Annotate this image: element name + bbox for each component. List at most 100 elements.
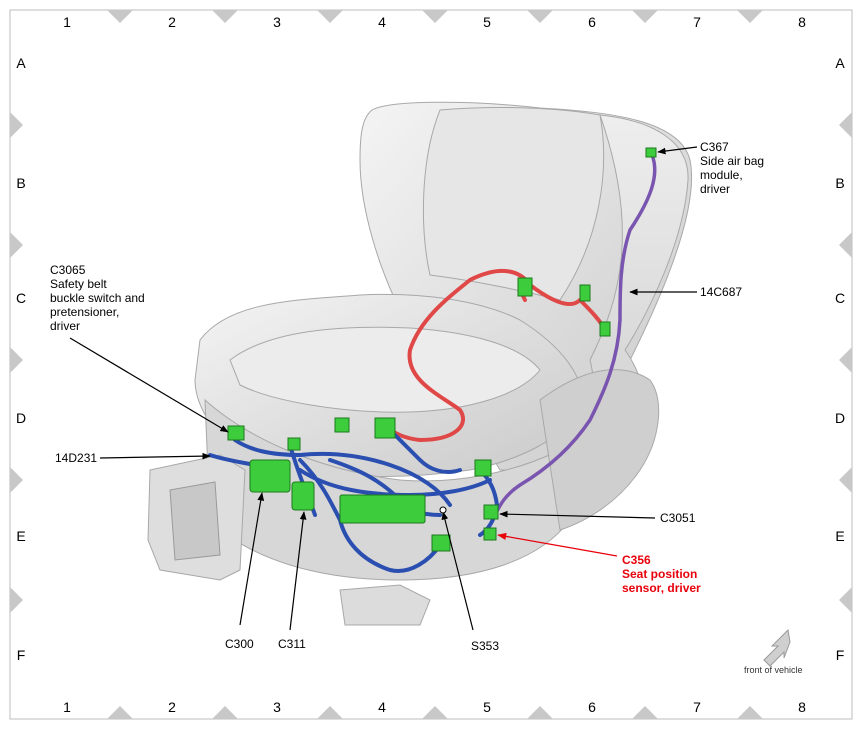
border-triangle-top-3: [422, 10, 448, 23]
row-label-left-D: D: [16, 410, 26, 426]
border-triangle-top-5: [632, 10, 658, 23]
recliner-housing: [539, 369, 660, 531]
row-label-right-C: C: [835, 290, 845, 306]
row-label-right-D: D: [835, 410, 845, 426]
leader-c311: [289, 511, 307, 631]
grid-labels: 1 2 3 4 5 6 7 8 1 2 3 4 5 6 7 8 A B C D …: [16, 14, 845, 715]
callout-c356: C356 Seat position sensor, driver: [622, 553, 701, 595]
connector-c367: [645, 147, 657, 158]
connector-c300: [249, 459, 291, 493]
callout-c3065-line4: driver: [50, 319, 80, 333]
seat-cushion-top: [229, 326, 541, 413]
callout-c311: C311: [278, 637, 306, 651]
border-triangle-right-3: [839, 467, 852, 493]
border-triangle-bottom-3: [422, 706, 448, 719]
border-triangle-bottom-1: [212, 706, 238, 719]
border-triangle-left-1: [10, 232, 23, 258]
border-triangle-right-4: [839, 587, 852, 613]
leader-c356: [497, 532, 618, 557]
border-triangle-top-1: [212, 10, 238, 23]
row-label-right-B: B: [835, 175, 844, 191]
border-triangle-left-2: [10, 347, 23, 373]
callout-c356-line2: sensor, driver: [622, 581, 701, 595]
connector-mid-2: [334, 417, 350, 433]
connector-mid-3: [287, 437, 301, 451]
callout-c367-line2: module,: [700, 168, 743, 182]
border-triangle-top-0: [107, 10, 133, 23]
connector-mid-1: [374, 417, 396, 439]
border-triangle-bottom-6: [737, 706, 763, 719]
callout-s353: S353: [471, 639, 499, 653]
splice-s353: [439, 506, 447, 514]
col-label-top-6: 6: [588, 14, 596, 30]
border-triangle-bottom-5: [632, 706, 658, 719]
col-label-bottom-8: 8: [798, 699, 806, 715]
connector-c3051: [483, 504, 499, 520]
callout-c367-code: C367: [700, 140, 729, 154]
grid-border-markers: [10, 10, 852, 719]
callout-c3065: C3065 Safety belt buckle switch and pret…: [50, 263, 145, 333]
connector-c3065: [227, 425, 245, 441]
border-triangle-top-4: [527, 10, 553, 23]
harness-purple: [493, 153, 657, 517]
row-label-left-F: F: [17, 647, 26, 663]
leader-c300: [239, 492, 265, 626]
col-label-top-5: 5: [483, 14, 491, 30]
border-triangle-bottom-4: [527, 706, 553, 719]
callout-c3065-code: C3065: [50, 263, 86, 277]
leader-lines: [69, 146, 698, 631]
callout-c300: C300: [225, 637, 254, 651]
connector-blue-upper: [474, 459, 492, 477]
seat-track-rear: [339, 584, 431, 626]
callout-14c687: 14C687: [700, 285, 742, 299]
border-triangle-bottom-2: [317, 706, 343, 719]
col-label-bottom-2: 2: [168, 699, 176, 715]
border-triangle-left-3: [10, 467, 23, 493]
connector-lower: [431, 534, 451, 552]
callout-c3051: C3051: [660, 511, 696, 525]
connector-c356: [483, 527, 497, 541]
row-label-left-E: E: [16, 528, 25, 544]
callout-c367-line3: driver: [700, 182, 730, 196]
border-triangle-right-1: [839, 232, 852, 258]
row-label-left-C: C: [16, 290, 26, 306]
connector-c311: [291, 481, 315, 511]
seat-back-panel: [422, 107, 605, 301]
col-label-top-1: 1: [63, 14, 71, 30]
border-triangle-bottom-0: [107, 706, 133, 719]
front-of-vehicle-indicator: front of vehicle: [744, 628, 803, 675]
col-label-bottom-4: 4: [378, 699, 386, 715]
col-label-top-2: 2: [168, 14, 176, 30]
border-triangle-left-4: [10, 587, 23, 613]
leader-s353: [441, 511, 474, 631]
leader-14d231: [99, 452, 211, 460]
border-triangle-right-0: [839, 112, 852, 138]
connectors: [227, 147, 657, 552]
border-triangle-left-0: [10, 112, 23, 138]
callout-c367: C367 Side air bag module, driver: [700, 140, 764, 196]
col-label-bottom-7: 7: [693, 699, 701, 715]
row-label-right-A: A: [835, 55, 845, 71]
front-arrow-icon: [763, 628, 791, 667]
border-triangle-top-2: [317, 10, 343, 23]
callout-c356-code: C356: [622, 553, 651, 567]
connector-red-2: [579, 284, 591, 302]
row-label-right-F: F: [836, 647, 845, 663]
leader-c3051: [499, 510, 656, 519]
col-label-bottom-6: 6: [588, 699, 596, 715]
border-triangle-right-2: [839, 347, 852, 373]
border-triangle-top-6: [737, 10, 763, 23]
row-label-left-B: B: [16, 175, 25, 191]
col-label-bottom-5: 5: [483, 699, 491, 715]
col-label-top-3: 3: [273, 14, 281, 30]
callout-c356-line1: Seat position: [622, 567, 697, 581]
col-label-bottom-1: 1: [63, 699, 71, 715]
callout-c3065-line1: Safety belt: [50, 277, 107, 291]
col-label-top-7: 7: [693, 14, 701, 30]
col-label-bottom-3: 3: [273, 699, 281, 715]
front-of-vehicle-label: front of vehicle: [744, 665, 803, 675]
callout-c3065-line2: buckle switch and: [50, 291, 145, 305]
col-label-top-4: 4: [378, 14, 386, 30]
callout-c3065-line3: pretensioner,: [50, 305, 119, 319]
